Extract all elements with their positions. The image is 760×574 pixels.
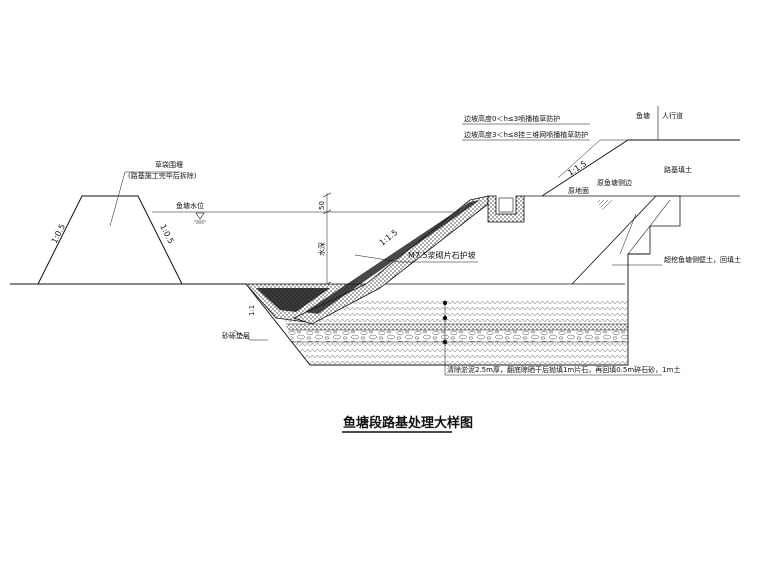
- drawing-title: 鱼塘段路基处理大样图: [343, 415, 473, 431]
- pond-side-step: [571, 195, 681, 285]
- pond-edge-label: 原鱼塘侧边: [597, 178, 632, 187]
- backfill-soil-lower: [292, 342, 628, 365]
- excavate-backfill-label: 超挖鱼塘侧壁土，回填土: [664, 255, 741, 264]
- backfill-soil-upper: [274, 298, 628, 324]
- cofferdam-label: 草袋围堰: [155, 160, 183, 169]
- water-level-symbol: [195, 212, 205, 220]
- embankment-slope-ratio: 1:1.5: [566, 159, 588, 178]
- water-level-label: 鱼塘水位: [176, 201, 204, 210]
- cofferdam-trapezoid: [37, 195, 183, 285]
- treatment-note: 清除淤泥2.5m厚，翻底晾晒干后抛填1m片石，再回填0.5m碎石砂，1m土: [447, 365, 680, 374]
- gravel-cushion-label: 砂砾垫层: [222, 331, 250, 340]
- sidewalk-label: 人行道: [662, 111, 683, 120]
- fishpond-label: 鱼塘: [636, 111, 650, 120]
- protection-note-1: 边坡高度0＜h≤3喷播植草防护: [464, 114, 560, 123]
- original-ground-hatch: [596, 200, 612, 212]
- cofferdam-leader: [109, 171, 180, 227]
- cofferdam-note: (路基施工完毕后拆除): [128, 171, 197, 180]
- subgrade-fill-label: 路基填土: [664, 165, 692, 174]
- riprap-slope-ratio: 1:1.5: [378, 228, 400, 248]
- dimension-50: 50: [318, 201, 326, 210]
- water-depth-label: 水深: [317, 242, 326, 256]
- cushion-leader: [233, 329, 268, 341]
- riprap-label: M7.5浆砌片石护坡: [408, 250, 476, 260]
- pit-slope-ratio: 1:1: [248, 305, 256, 316]
- drainage-ditch: [487, 195, 525, 223]
- protection-leader: [557, 139, 628, 179]
- cofferdam-slope-left: 1:0.5: [50, 223, 67, 245]
- rubble-layer: [288, 330, 628, 342]
- riprap-leader: [354, 254, 478, 263]
- protection-note-2: 边坡高度3＜h≤8挂三维网喷播植草防护: [464, 130, 588, 139]
- excavation-outline: [245, 253, 650, 366]
- original-ground-label: 原地面: [568, 186, 589, 195]
